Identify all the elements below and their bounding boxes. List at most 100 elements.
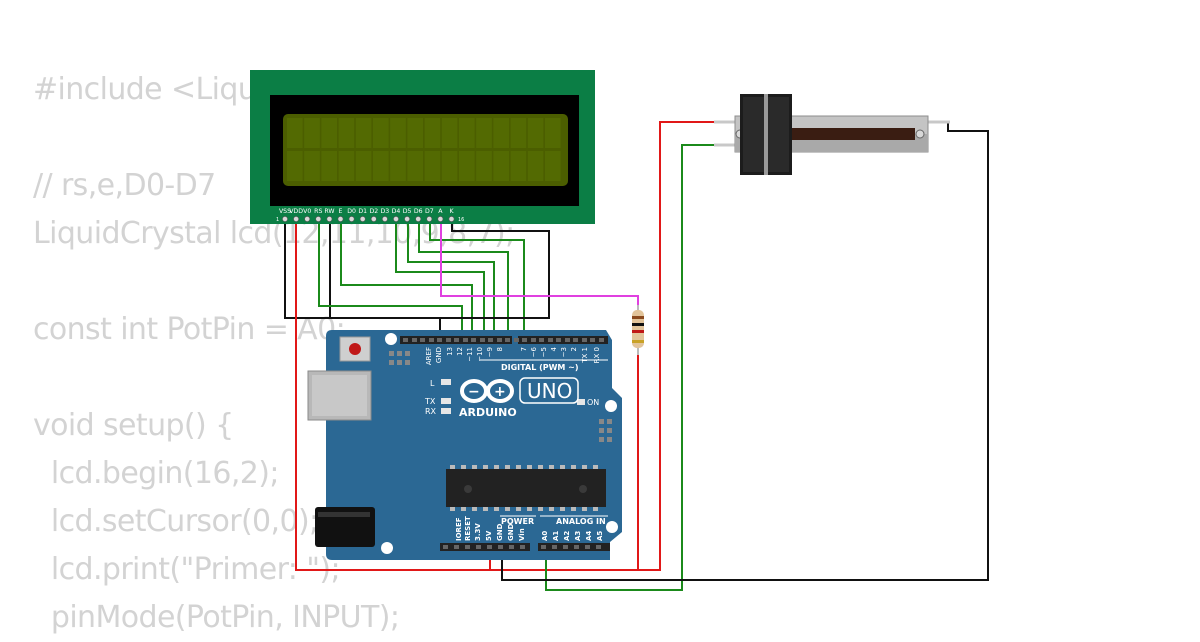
digital-pin-label: 12 (456, 347, 464, 356)
wire-lcd-a-resistor[interactable] (440, 222, 639, 308)
lcd-pin-vss[interactable] (282, 216, 288, 222)
chip-leg (472, 465, 477, 469)
wire-lcd-rs[interactable] (318, 222, 463, 338)
header-socket[interactable] (522, 338, 527, 342)
lcd-pin-rw[interactable] (326, 216, 333, 222)
header-socket[interactable] (471, 338, 476, 342)
wire-lcd-e[interactable] (340, 222, 473, 338)
lcd-pin-label: V0 (303, 208, 311, 215)
header-socket[interactable] (565, 338, 570, 342)
header-socket[interactable] (548, 338, 553, 342)
header-socket[interactable] (509, 545, 514, 549)
header-socket[interactable] (420, 338, 425, 342)
digital-pin-label: 8 (496, 347, 504, 351)
power-section-label: POWER (501, 517, 534, 526)
wire-lcd-k-gnd[interactable] (440, 222, 550, 319)
analog-pin-label: A4 (585, 531, 593, 541)
header-socket[interactable] (563, 545, 568, 549)
lcd-pin-d1[interactable] (359, 216, 366, 222)
digital-pin-label: 7 (520, 347, 528, 351)
header-socket[interactable] (539, 338, 544, 342)
header-socket[interactable] (454, 338, 459, 342)
digital-pin-header[interactable] (400, 336, 608, 344)
led-rx-label: RX (425, 407, 437, 416)
header-socket[interactable] (556, 338, 561, 342)
lcd-char-cell (424, 151, 441, 181)
header-socket[interactable] (599, 338, 604, 342)
icsp-pin (397, 351, 402, 356)
header-socket[interactable] (429, 338, 434, 342)
header-socket[interactable] (454, 545, 459, 549)
header-socket[interactable] (403, 338, 408, 342)
chip-leg (593, 465, 598, 469)
lcd-char-cell (355, 118, 372, 148)
chip-dot (464, 485, 472, 493)
lcd-char-cell (476, 118, 492, 148)
header-socket[interactable] (412, 338, 417, 342)
header-socket[interactable] (585, 545, 590, 549)
lcd-pin-d7[interactable] (426, 216, 433, 222)
header-socket[interactable] (488, 338, 493, 342)
power-analog-pin-header[interactable] (440, 543, 610, 551)
pot-screw (915, 129, 925, 139)
power-pin-label: GND (496, 523, 504, 541)
header-socket[interactable] (487, 545, 492, 549)
reset-button-cap[interactable] (349, 343, 361, 355)
icsp-header-usb (389, 351, 410, 365)
lcd-char-cell (304, 118, 320, 148)
header-socket[interactable] (437, 338, 442, 342)
header-socket[interactable] (480, 338, 485, 342)
lcd-char-cell (441, 118, 458, 148)
lcd-pin-a[interactable] (437, 216, 444, 222)
lcd-pin-d3[interactable] (381, 216, 388, 222)
led-on-label: ON (587, 398, 599, 407)
header-socket[interactable] (443, 545, 448, 549)
header-socket[interactable] (520, 545, 525, 549)
lcd-pin-rs[interactable] (315, 216, 322, 222)
header-socket[interactable] (531, 338, 536, 342)
mounting-hole (381, 542, 393, 554)
lcd-pin-v0[interactable] (304, 216, 311, 222)
header-socket[interactable] (552, 545, 557, 549)
lcd-pin-d4[interactable] (393, 216, 399, 222)
wire-lcd-vss-gnd[interactable] (284, 222, 441, 338)
lcd-char-cell (527, 118, 544, 148)
lcd-pin-d0[interactable] (348, 216, 355, 222)
slide-potentiometer[interactable] (714, 94, 950, 175)
header-socket[interactable] (446, 338, 451, 342)
header-socket[interactable] (465, 545, 470, 549)
header-socket[interactable] (476, 545, 481, 549)
lcd-pin-d6[interactable] (415, 216, 422, 222)
header-socket[interactable] (574, 545, 579, 549)
digital-pin-label: RX 0 (593, 347, 601, 363)
header-socket[interactable] (590, 338, 595, 342)
wire-pot-gnd[interactable] (501, 122, 989, 581)
header-socket[interactable] (541, 545, 546, 549)
header-socket[interactable] (514, 338, 519, 342)
wire-pot-a0[interactable] (545, 144, 735, 591)
header-socket[interactable] (498, 545, 503, 549)
lcd-pin-d2[interactable] (370, 216, 377, 222)
lcd-pin-label: D5 (403, 208, 412, 215)
lcd-pin-vdd[interactable] (293, 216, 299, 222)
wire-lcd-d7[interactable] (429, 222, 525, 338)
header-socket[interactable] (596, 545, 601, 549)
dc-jack-highlight (318, 512, 370, 517)
header-socket[interactable] (573, 338, 578, 342)
header-socket[interactable] (463, 338, 468, 342)
header-socket[interactable] (497, 338, 502, 342)
lcd-pin-d5[interactable] (404, 216, 410, 222)
lcd-pin-e[interactable] (337, 216, 344, 222)
chip-leg (527, 465, 532, 469)
lcd-pin-k[interactable] (448, 216, 455, 222)
wire-pot-vcc[interactable] (638, 121, 735, 571)
wire-lcd-d5[interactable] (407, 222, 495, 338)
resistor[interactable] (632, 305, 644, 355)
header-socket[interactable] (582, 338, 587, 342)
resistor-band-4 (632, 340, 644, 343)
lcd-char-cell (390, 151, 406, 181)
header-socket[interactable] (505, 338, 510, 342)
